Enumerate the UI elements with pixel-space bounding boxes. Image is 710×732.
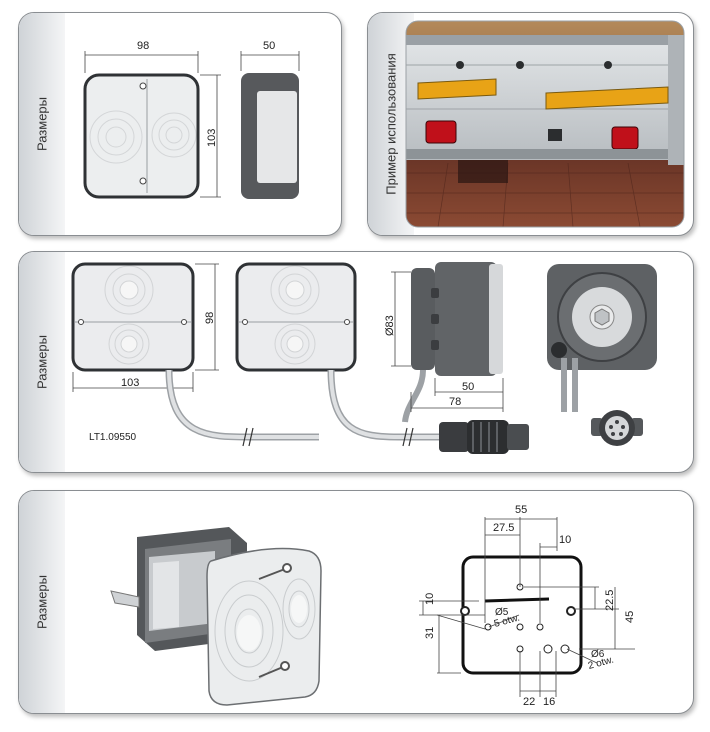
lamp-lens-exploded: [206, 547, 322, 706]
lamp-left: [71, 262, 195, 372]
hole-small-diameter: Ø5: [495, 607, 509, 618]
mounting-screw-icon: [258, 563, 292, 678]
screw-icon: [344, 319, 350, 325]
dim-10-top: 10: [559, 534, 571, 546]
large-hole-icon: [543, 644, 553, 654]
width-dimension-label: 103: [121, 377, 139, 389]
lens-rings-right: [151, 112, 197, 158]
reflector-strip-left: [417, 78, 497, 100]
bumper: [406, 149, 668, 159]
dim-10-left: 10: [424, 593, 436, 605]
small-hole-icon: [484, 623, 492, 631]
trailer-top-rail: [406, 35, 668, 45]
cable-break-icon: [242, 427, 414, 447]
usage-example-panel: Пример использования: [367, 12, 694, 236]
dimensions-panel-top: Размеры 98 103 50: [18, 12, 342, 236]
depth-dimension-label: 50: [263, 40, 275, 52]
dim-55: 55: [515, 504, 527, 516]
mount-hole-icon: [566, 606, 576, 616]
dim-27-5: 27.5: [493, 522, 514, 534]
mounting-drawing: 55 27.5 10 22.5 45 10 31 22 16 Ø5 5 otw.…: [110, 504, 636, 708]
trailer-side-panel: [668, 35, 684, 165]
lamp-side-lens: [257, 91, 297, 183]
total-depth-dimension-label: 78: [449, 396, 461, 408]
depth-dimension-label: 50: [462, 381, 474, 393]
trailer-photo: [405, 20, 685, 228]
dim-16: 16: [543, 696, 555, 708]
screw-icon: [139, 177, 147, 185]
mount-hole-icon: [460, 606, 470, 616]
small-hole-icon: [516, 623, 524, 631]
width-dimension-label: 98: [137, 40, 149, 52]
hole-large-diameter: Ø6: [591, 649, 605, 660]
screw-icon: [242, 319, 248, 325]
small-hole-icon: [536, 623, 544, 631]
lamp-right: [235, 262, 357, 372]
screw-icon: [181, 319, 187, 325]
product-code: LT1.09550: [89, 432, 137, 443]
side-label-bar: Размеры: [19, 491, 65, 713]
height-dimension-label: 98: [204, 312, 216, 324]
screw-icon: [78, 319, 84, 325]
reflector-strip-right: [545, 86, 669, 110]
lamp-dimension-drawing: 98 103 50: [83, 40, 300, 199]
socket-icon: [591, 410, 643, 446]
tail-light-left: [425, 120, 457, 144]
lamp-set-drawing: 98 103 LT1.09550 Ø83 50: [71, 262, 657, 454]
diameter-dimension-label: Ø83: [384, 315, 396, 336]
dim-22-5: 22.5: [604, 590, 616, 611]
side-label-bar: Размеры: [19, 13, 65, 235]
lamp-side-view: [411, 268, 435, 370]
dimensions-panel-middle: Размеры 98 103 LT: [18, 251, 694, 473]
dimensions-panel-bottom: Размеры: [18, 490, 694, 714]
large-hole-icon: [560, 644, 570, 654]
trailer-plug: [439, 420, 529, 454]
dim-31: 31: [424, 627, 436, 639]
lens-rings-left: [89, 110, 143, 164]
tail-light-right: [611, 126, 639, 150]
height-dimension-label: 103: [206, 129, 218, 147]
wire-entry-arrow: [110, 590, 140, 608]
dim-45: 45: [624, 611, 636, 623]
screw-icon: [139, 82, 147, 90]
side-label-bar: Размеры: [19, 252, 65, 472]
hitch-bracket: [548, 129, 562, 141]
dim-22: 22: [523, 696, 535, 708]
